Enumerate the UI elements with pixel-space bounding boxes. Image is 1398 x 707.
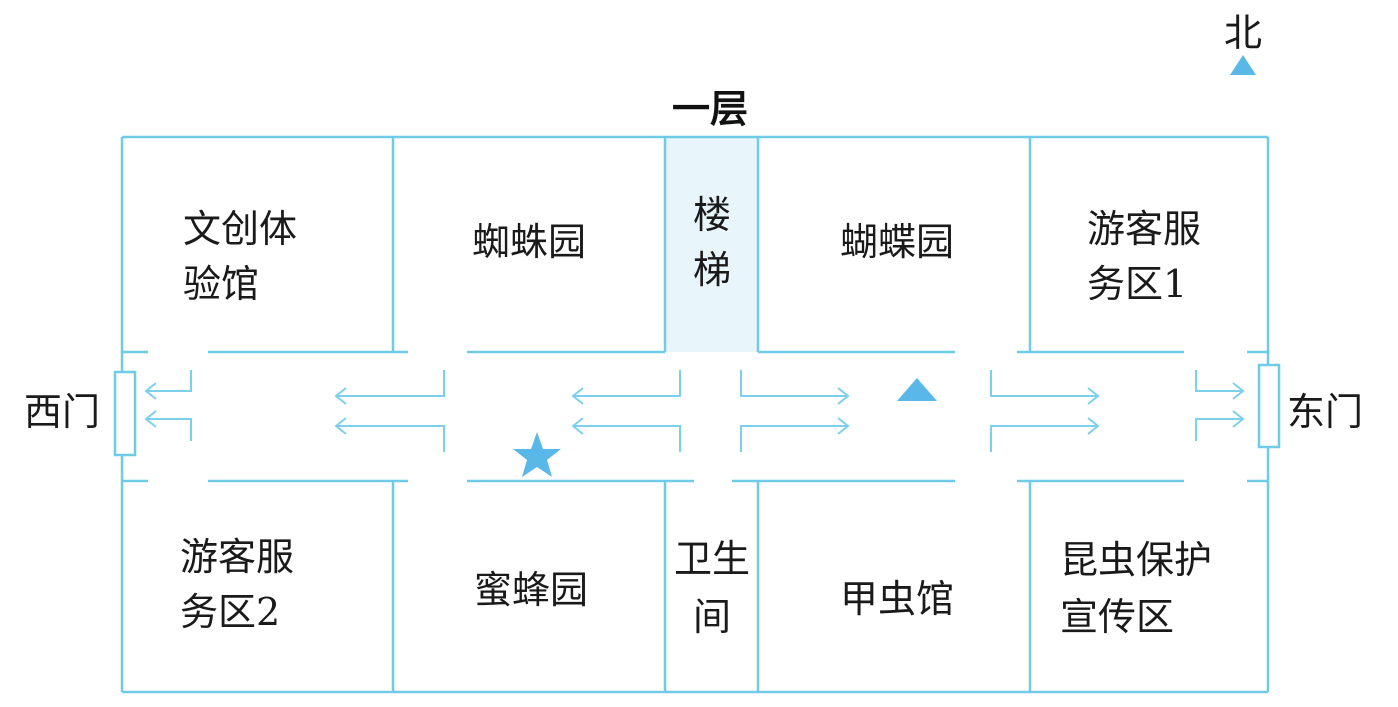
room-label: 文创体 [183,207,297,251]
room-label: 游客服 [1087,207,1201,251]
room-protection[interactable]: 昆虫保护 宣传区 [1060,538,1212,639]
east-door-label: 东门 [1287,390,1363,434]
room-label: 间 [693,595,731,639]
room-label: 务区1 [1087,262,1187,306]
west-door[interactable] [113,370,137,457]
room-label: 宣传区 [1060,595,1174,639]
walls [120,135,1270,694]
room-label: 验馆 [183,262,259,306]
room-stairs[interactable]: 楼 梯 [693,193,731,292]
arrows-east [740,370,1245,452]
room-label: 昆虫保护 [1060,538,1212,582]
floor-title: 一层 [672,87,748,131]
room-wenchuang[interactable]: 文创体 验馆 [183,207,297,306]
arrows-west [144,370,681,452]
room-label: 楼 [693,193,731,237]
east-door[interactable] [1257,363,1281,449]
stairs-area [665,137,758,352]
room-service-2[interactable]: 游客服 务区2 [180,535,294,634]
room-label: 梯 [693,248,731,292]
room-spider[interactable]: 蜘蛛园 [472,220,586,264]
room-label: 卫生 [674,537,750,581]
room-butterfly[interactable]: 蝴蝶园 [840,220,954,264]
room-toilet[interactable]: 卫生 间 [674,537,750,639]
room-label: 游客服 [180,535,294,579]
room-label: 务区2 [180,590,280,634]
star-marker-icon [513,432,561,477]
room-bee[interactable]: 蜜蜂园 [474,568,588,612]
room-beetle[interactable]: 甲虫馆 [840,577,954,621]
west-door-label: 西门 [24,390,100,434]
room-service-1[interactable]: 游客服 务区1 [1087,207,1201,306]
north-arrow-icon [1230,55,1256,75]
north-label: 北 [1224,11,1262,55]
triangle-marker-icon [897,378,937,401]
